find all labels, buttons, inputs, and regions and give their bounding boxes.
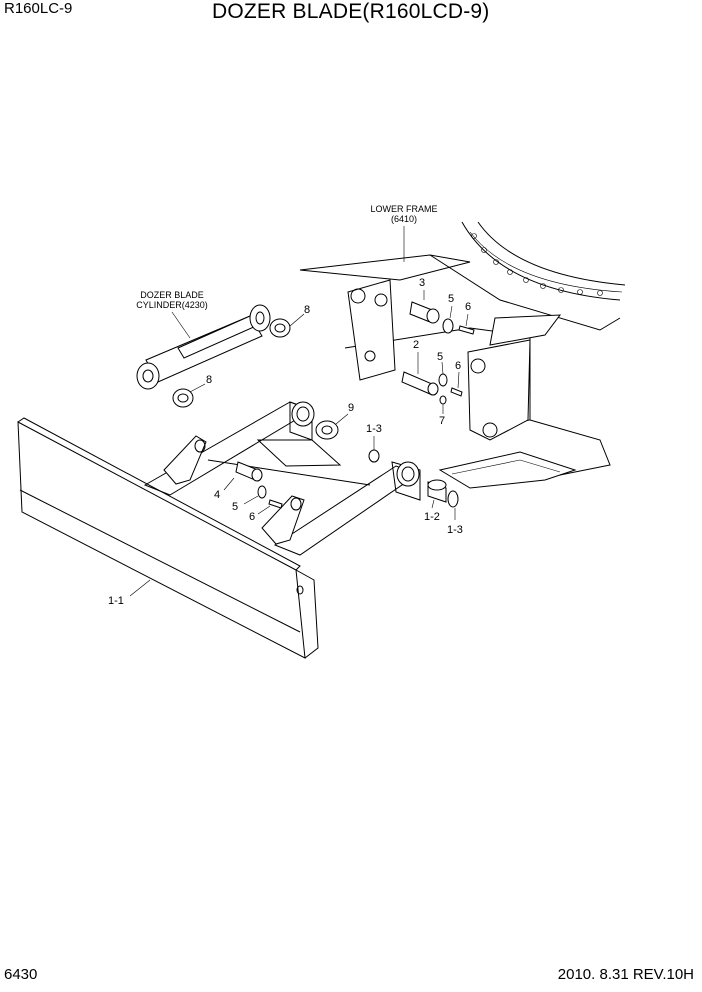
callout-5-lower: 5 [232, 501, 238, 513]
bushing-part-5-upper [442, 305, 454, 334]
lower-frame-ref: (6410) [391, 214, 417, 224]
callout-7: 7 [439, 415, 445, 427]
washer-part-1-3-right [447, 490, 459, 520]
pin-part-2 [401, 352, 439, 396]
callout-5-upper: 5 [448, 293, 454, 305]
page-title: DOZER BLADE(R160LCD-9) [212, 0, 490, 23]
dozer-blade [17, 417, 319, 659]
washer-part-9 [315, 413, 349, 440]
callout-8-lower: 8 [206, 374, 212, 386]
callout-1-3-lower: 1-3 [447, 524, 463, 536]
cylinder-label: DOZER BLADE [140, 290, 204, 300]
bushing-part-5-middle [438, 361, 448, 387]
callout-2: 2 [413, 339, 419, 351]
callouts: 3 5 6 8 2 5 6 8 9 7 1-3 4 5 6 1-2 1-3 1-… [108, 277, 471, 607]
swing-bearing-bolt-holes [471, 233, 603, 296]
cylinder-ref: CYLINDER(4230) [136, 300, 208, 310]
callout-9: 9 [348, 402, 354, 414]
bushing-part-1-2 [427, 479, 447, 509]
callout-4: 4 [214, 489, 220, 501]
lower-frame [299, 221, 626, 489]
callout-1-2: 1-2 [424, 511, 440, 523]
washer-part-8-lower [172, 383, 206, 408]
bolt-part-6-lower [257, 499, 283, 515]
callout-8-upper: 8 [304, 304, 310, 316]
dozer-blade-cylinder [136, 304, 271, 390]
callout-3: 3 [419, 277, 425, 289]
blade-push-frame [143, 401, 421, 556]
page-number: 6430 [4, 966, 38, 983]
bolt-part-6-middle [450, 371, 463, 397]
callout-6-lower: 6 [249, 511, 255, 523]
washer-part-1-3-upper [368, 436, 380, 463]
pin-part-4 [223, 461, 263, 491]
callout-1-1: 1-1 [108, 595, 124, 607]
washer-part-8-upper [269, 313, 305, 338]
cylinder-leader [171, 311, 191, 339]
callout-6-upper: 6 [465, 301, 471, 313]
bolt-part-6-upper [458, 313, 475, 335]
bushing-part-5-lower [243, 485, 267, 505]
lower-frame-label: LOWER FRAME [370, 204, 437, 214]
callout-6-middle: 6 [455, 360, 461, 372]
revision-date: 2010. 8.31 REV.10H [557, 966, 694, 983]
nut-part-7 [439, 395, 447, 414]
callout-1-3-upper: 1-3 [366, 423, 382, 435]
model-code: R160LC-9 [4, 0, 73, 17]
pin-part-3 [409, 290, 440, 324]
callout-5-middle: 5 [437, 351, 443, 363]
